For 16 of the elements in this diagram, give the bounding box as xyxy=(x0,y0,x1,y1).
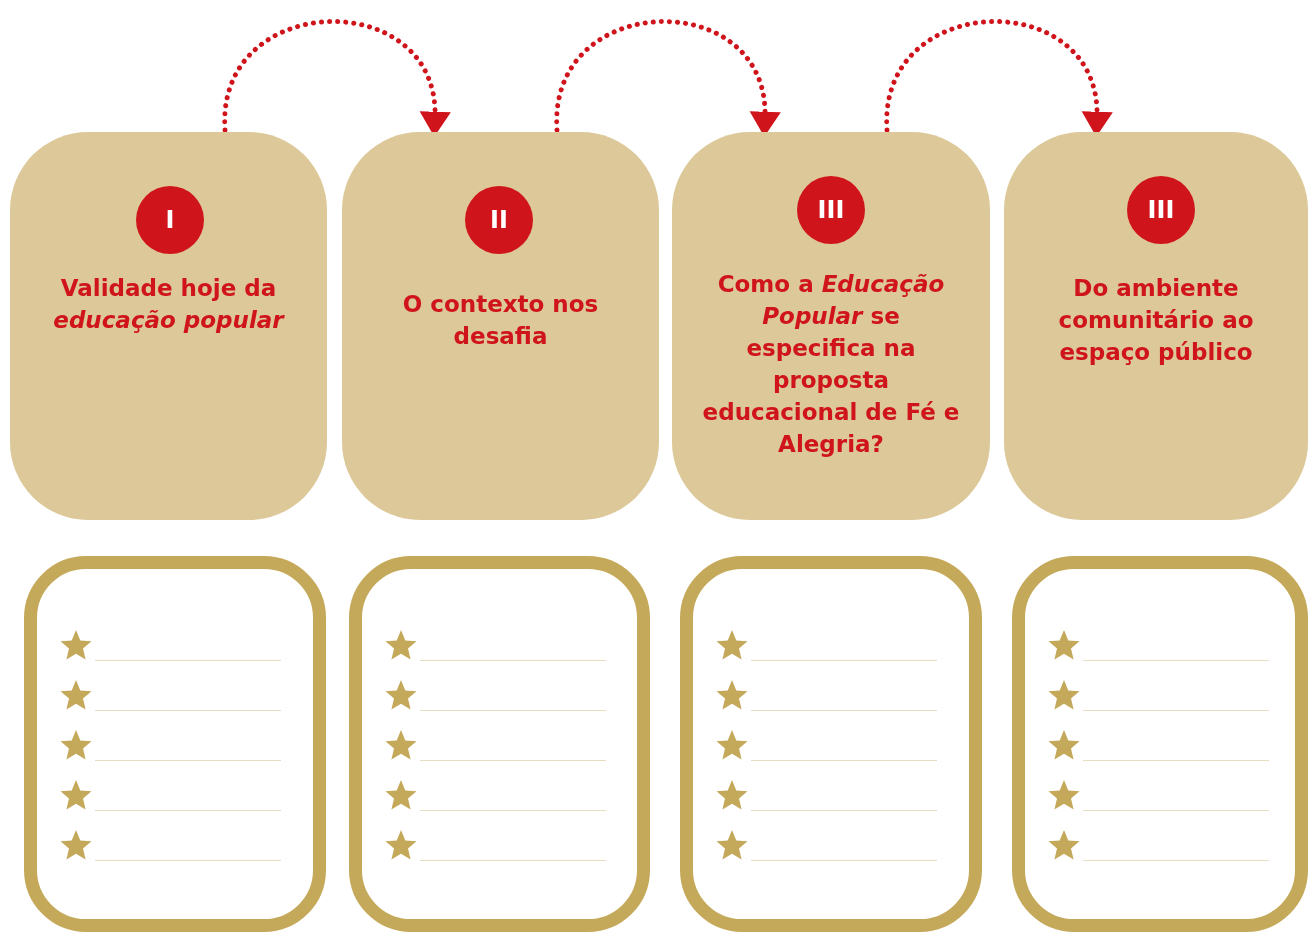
card-heading: O contexto nos desafia xyxy=(401,290,600,351)
topic-card xyxy=(10,132,327,520)
card-heading: Como a Educação Popular se especifica na proposta educacional de Fé e Alegria? xyxy=(701,270,961,459)
numeral-circle: III xyxy=(797,176,865,244)
topic-card xyxy=(672,132,990,520)
topic-card xyxy=(342,132,659,520)
answer-card xyxy=(680,556,982,932)
answer-card xyxy=(1012,556,1308,932)
answer-card xyxy=(349,556,650,932)
numeral-circle: I xyxy=(136,186,204,254)
numeral-circle: III xyxy=(1127,176,1195,244)
answer-card xyxy=(24,556,326,932)
numeral-circle: II xyxy=(465,186,533,254)
topic-card xyxy=(1004,132,1308,520)
card-heading: Do ambiente comunitário ao espaço público xyxy=(1057,274,1255,367)
card-heading: Validade hoje da educação popular xyxy=(52,274,286,335)
